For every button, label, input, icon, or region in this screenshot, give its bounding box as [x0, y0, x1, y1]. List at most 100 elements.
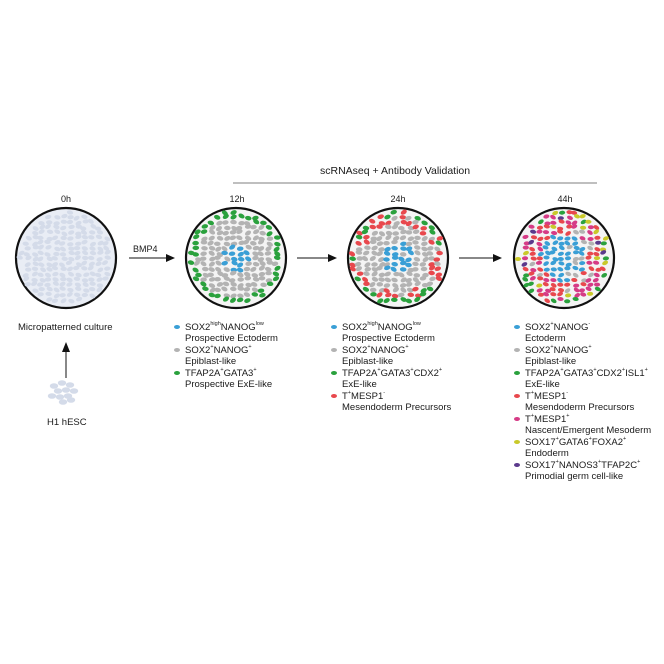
- legend-item: TFAP2A+GATA3+Prospective ExE-like: [174, 367, 278, 390]
- cell: [245, 256, 252, 262]
- cell: [237, 262, 244, 268]
- cell: [391, 245, 398, 251]
- cell: [230, 219, 237, 225]
- cell: [231, 256, 238, 262]
- cell: [391, 252, 399, 257]
- cell: [250, 224, 257, 230]
- cell: [376, 282, 384, 287]
- cell: [208, 277, 216, 282]
- cell: [46, 220, 53, 225]
- legend-marker-label: TFAP2A+GATA3+CDX2+ISL1+: [525, 367, 648, 379]
- cell: [550, 224, 557, 229]
- cell: [222, 213, 229, 220]
- legend-swatch: [514, 440, 520, 444]
- cell: [522, 234, 529, 239]
- cell: [222, 220, 229, 225]
- cell: [274, 241, 281, 247]
- cell: [419, 231, 427, 236]
- cell: [257, 251, 264, 257]
- cell: [429, 229, 436, 235]
- cell: [83, 272, 90, 277]
- cell: [202, 272, 209, 278]
- cell: [537, 236, 544, 242]
- cell: [400, 241, 407, 247]
- cell: [549, 287, 556, 292]
- cell: [260, 220, 267, 226]
- legend-marker-label: T+MESP1+: [525, 413, 570, 425]
- cell: [580, 292, 587, 297]
- cell: [349, 262, 356, 268]
- cell: [543, 214, 550, 219]
- cell: [231, 260, 238, 266]
- cell: [391, 277, 398, 283]
- cell: [252, 245, 260, 251]
- cell: [243, 287, 251, 292]
- cell: [209, 287, 216, 293]
- cell: [364, 262, 371, 268]
- cell: [89, 241, 97, 247]
- cell: [587, 282, 594, 287]
- cell: [75, 272, 82, 278]
- cell: [558, 219, 565, 224]
- cell: [348, 251, 356, 257]
- cell: [53, 287, 60, 293]
- cell: [244, 275, 252, 281]
- cell: [59, 262, 65, 268]
- legend-item: SOX2+NANOG+Epiblast-like: [514, 344, 651, 367]
- legend-description: Endoderm: [525, 448, 569, 459]
- cell: [600, 250, 607, 255]
- cell: [564, 251, 571, 256]
- cell: [96, 277, 103, 282]
- cell: [102, 241, 109, 246]
- legend-marker-label: SOX2+NANOG-: [525, 321, 591, 333]
- cell: [201, 246, 208, 251]
- cell: [420, 288, 427, 294]
- cell: [258, 271, 266, 277]
- cell: [378, 247, 385, 252]
- cell: [377, 214, 384, 220]
- cell: [363, 250, 370, 256]
- cell: [393, 271, 400, 277]
- cell: [383, 251, 391, 256]
- cell: [244, 298, 251, 303]
- cell: [244, 230, 252, 236]
- cell: [390, 266, 397, 272]
- legend-swatch: [514, 463, 520, 467]
- cell: [588, 272, 594, 278]
- cell: [58, 399, 68, 405]
- cell: [89, 250, 97, 256]
- cell: [73, 265, 80, 271]
- cell: [420, 266, 428, 272]
- cell: [571, 236, 578, 241]
- cell: [96, 287, 103, 293]
- cell: [349, 256, 356, 261]
- cell: [60, 235, 67, 241]
- legend-description: Nascent/Emergent Mesoderm: [525, 425, 652, 436]
- cell: [371, 271, 378, 277]
- cell: [412, 240, 419, 245]
- cell: [221, 246, 228, 252]
- cell: [391, 255, 399, 260]
- cell: [104, 271, 111, 277]
- cell: [523, 282, 530, 288]
- cell: [544, 298, 551, 304]
- cell: [587, 291, 594, 296]
- cell: [264, 251, 272, 256]
- cell: [593, 229, 600, 235]
- cell: [529, 246, 536, 252]
- cell: [223, 293, 231, 298]
- cell: [25, 255, 32, 261]
- cell: [103, 245, 110, 251]
- legend-swatch: [174, 371, 180, 375]
- cell: [37, 282, 44, 287]
- cell: [23, 252, 30, 257]
- cell: [557, 291, 564, 297]
- cell: [24, 262, 31, 267]
- stage-time-12h: 12h: [229, 194, 245, 204]
- cell: [400, 209, 407, 215]
- cell: [355, 234, 363, 240]
- cell: [383, 257, 390, 262]
- cell: [32, 256, 39, 262]
- cell: [236, 235, 243, 241]
